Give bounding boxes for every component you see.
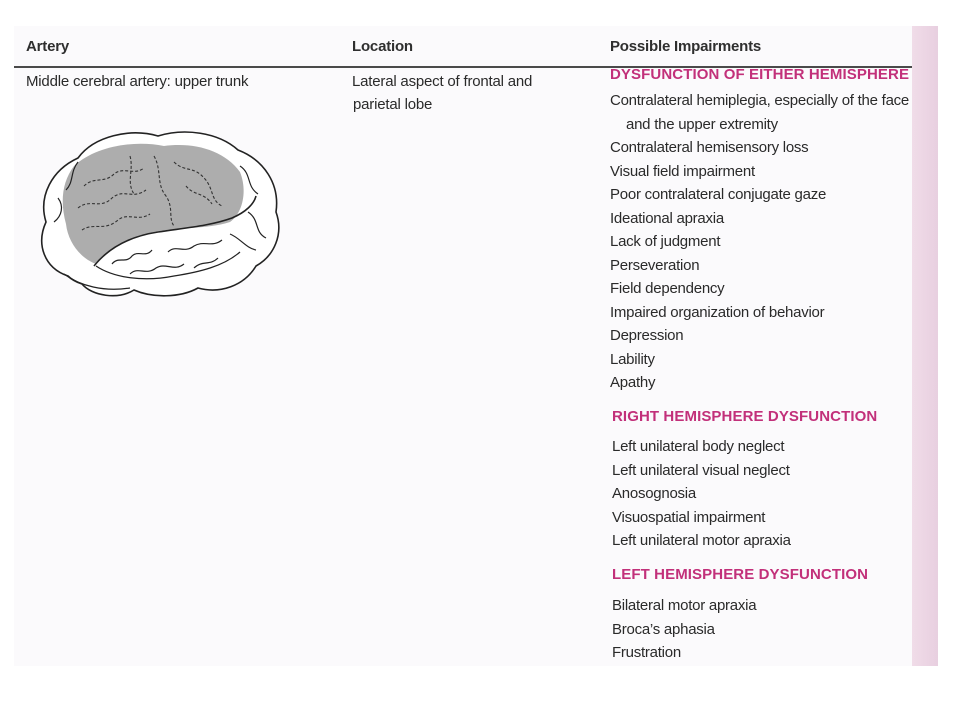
page-edge-shadow [912,26,938,666]
list-item: Bilateral motor apraxia [612,597,757,614]
scanned-page: Artery Location Possible Impairments Mid… [14,26,938,666]
header-location: Location [352,38,413,55]
list-item: Broca’s aphasia [612,620,715,638]
list-item: Visuospatial impairment [612,508,766,526]
header-artery: Artery [26,38,69,55]
section-title-right-hemisphere: RIGHT HEMISPHERE DYSFUNCTION [612,408,878,425]
list-item: Apathy [610,374,656,391]
list-item: Ideational apraxia [610,209,724,227]
list-item: Depression [610,327,684,344]
list-item: Frustration [612,644,681,661]
table-header-row: Artery Location Possible Impairments [14,30,912,68]
list-item: Anosognosia [612,485,696,502]
list-item: Left unilateral visual neglect [612,461,790,479]
list-item: Left unilateral motor apraxia [612,532,791,549]
list-item: Contralateral hemisensory loss [610,139,809,156]
section-title-left-hemisphere: LEFT HEMISPHERE DYSFUNCTION [612,566,869,583]
list-item: Visual field impairment [610,162,755,180]
location-line-2: parietal lobe [353,96,433,113]
list-item: Poor contralateral conjugate gaze [610,186,827,203]
section-title-either-hemisphere: DYSFUNCTION OF EITHER HEMISPHERE [610,66,910,83]
list-item: and the upper extremity [626,115,778,133]
artery-name: Middle cerebral artery: upper trunk [26,73,249,90]
header-possible-impairments: Possible Impairments [610,38,762,55]
brain-lateral-view-icon [41,131,280,297]
list-item: Lability [610,350,655,368]
list-item: Impaired organization of behavior [610,303,825,321]
list-left-hemisphere: Bilateral motor apraxia Broca’s aphasia … [612,594,757,665]
list-item: Contralateral hemiplegia, especially of … [610,92,910,109]
location-text: Lateral aspect of frontal and parietal l… [352,70,532,116]
list-item: Perseveration [610,256,700,274]
list-item: Lack of judgment [610,233,721,250]
location-line-1: Lateral aspect of frontal and [352,73,533,90]
list-item: Left unilateral body neglect [612,438,785,455]
list-right-hemisphere: Left unilateral body neglect Left unilat… [612,435,791,553]
list-item: Field dependency [610,280,725,297]
list-either-hemisphere: Contralateral hemiplegia, especially of … [610,89,909,395]
